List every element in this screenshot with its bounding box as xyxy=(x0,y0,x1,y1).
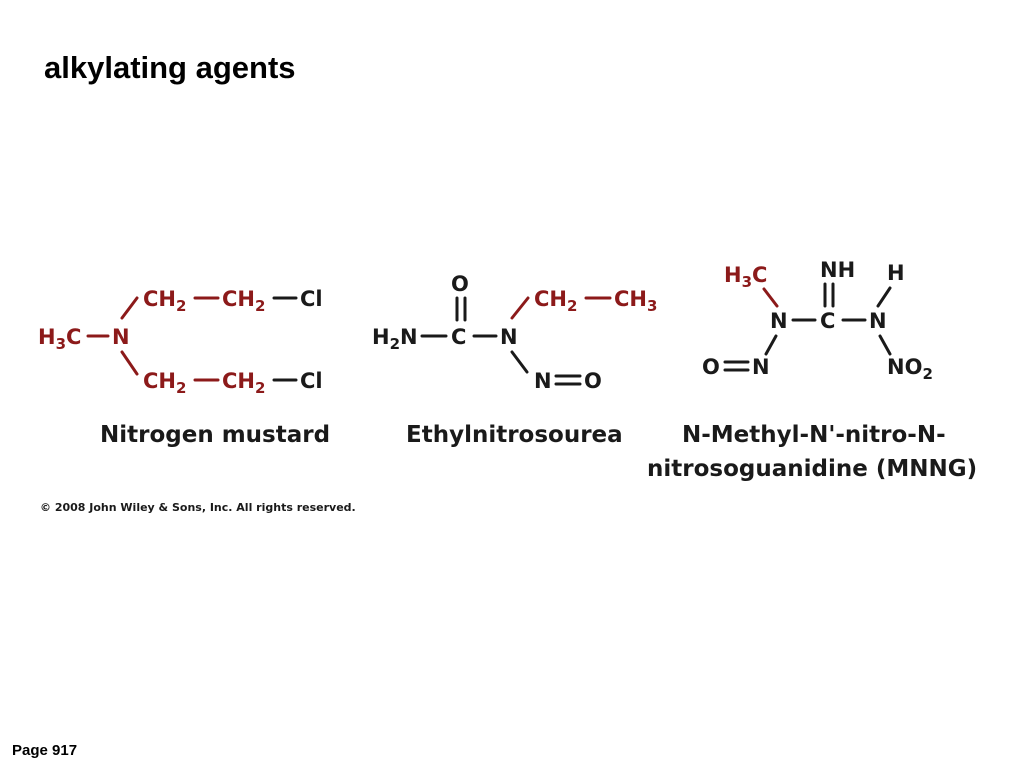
ethyl-ch2: CH2 xyxy=(534,287,577,315)
page-number: Page 917 xyxy=(12,742,78,759)
bond-n-nitroso xyxy=(510,350,529,374)
imine-nh: NH xyxy=(820,258,855,282)
mnng-structure: H3C NH H N C N O N NO2 xyxy=(702,258,933,383)
ethyl-ch3: CH3 xyxy=(614,287,657,315)
carbonyl-carbon: C xyxy=(451,325,466,349)
mnng-n-right: N xyxy=(869,309,887,333)
bond-n-nitroso xyxy=(764,334,778,356)
mnng-nitroso-nitrogen: N xyxy=(752,355,770,379)
urea-nitrogen: N xyxy=(500,325,518,349)
bond-n-ethyl xyxy=(510,296,530,320)
nitroso-nitrogen: N xyxy=(534,369,552,393)
h2n-group: H2N xyxy=(372,325,418,353)
mnng-h3c-group: H3C xyxy=(724,263,767,291)
h3c-group: H3C xyxy=(38,325,81,353)
bond-methyl-n xyxy=(762,287,779,308)
upper-cl: Cl xyxy=(300,287,323,311)
nitrogen-mustard-structure: H3C N CH2 CH2 Cl CH2 CH2 Cl xyxy=(38,287,323,397)
lower-cl: Cl xyxy=(300,369,323,393)
bond-n-lower-ch2 xyxy=(120,350,139,376)
amine-h: H xyxy=(887,261,905,285)
nitrogen-atom: N xyxy=(112,325,130,349)
mnng-label-line1: N-Methyl-N'-nitro-N- xyxy=(682,422,946,448)
mnng-label-line2: nitrosoguanidine (MNNG) xyxy=(647,456,977,482)
upper-ch2-1: CH2 xyxy=(143,287,186,315)
ethylnitrosourea-label: Ethylnitrosourea xyxy=(406,422,623,448)
mnng-carbon: C xyxy=(820,309,835,333)
mnng-n-left: N xyxy=(770,309,788,333)
lower-ch2-1: CH2 xyxy=(143,369,186,397)
upper-ch2-2: CH2 xyxy=(222,287,265,315)
lower-ch2-2: CH2 xyxy=(222,369,265,397)
nitroso-oxygen: O xyxy=(584,369,602,393)
copyright-notice: © 2008 John Wiley & Sons, Inc. All right… xyxy=(40,501,356,514)
carbonyl-oxygen: O xyxy=(451,272,469,296)
slide-title: alkylating agents xyxy=(44,50,296,85)
bond-h-n xyxy=(876,286,892,308)
nitrogen-mustard-label: Nitrogen mustard xyxy=(100,422,330,448)
bond-n-upper-ch2 xyxy=(120,296,139,320)
ethylnitrosourea-structure: O H2N C N CH2 CH3 N O xyxy=(372,272,657,393)
mnng-nitroso-oxygen: O xyxy=(702,355,720,379)
bond-n-nitro xyxy=(878,334,892,356)
nitro-group: NO2 xyxy=(887,355,933,383)
